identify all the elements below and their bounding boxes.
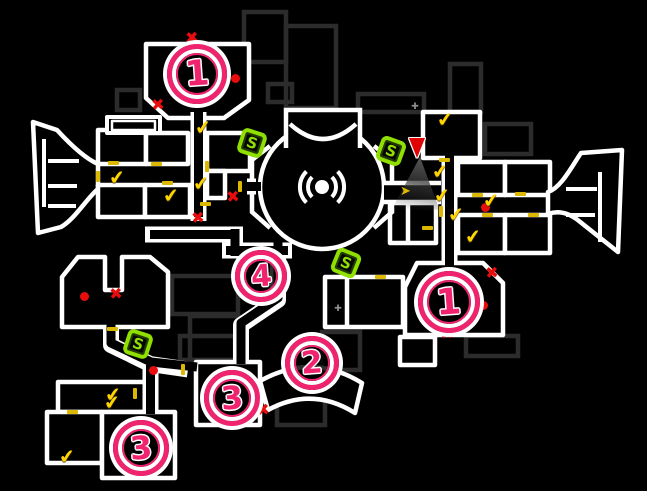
- corridors: [103, 106, 458, 414]
